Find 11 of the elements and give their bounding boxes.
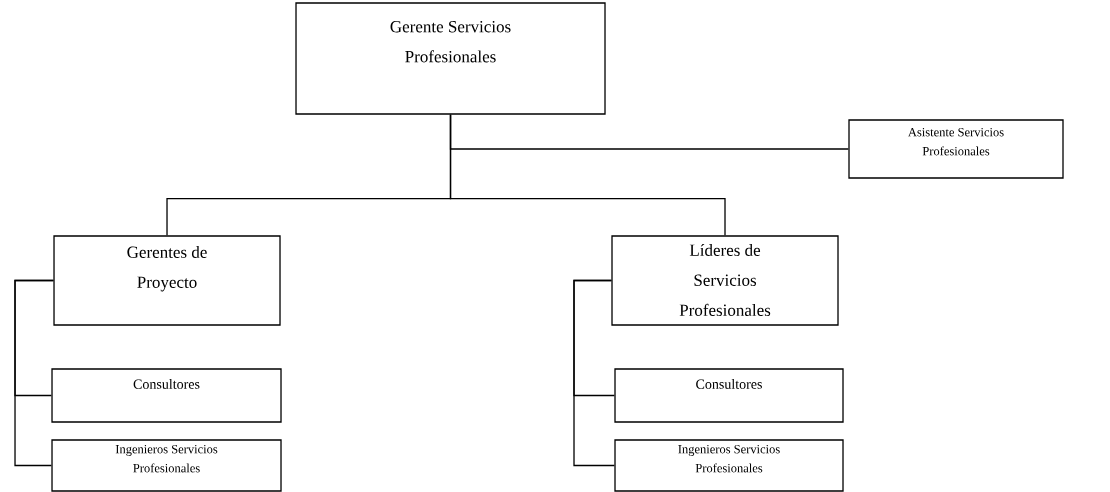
connector-line: [449, 114, 726, 236]
position-box: Asistente Servicios Profesionales: [848, 119, 1064, 179]
position-box: Ingenieros Servicios Profesionales: [614, 439, 844, 492]
position-box: Ingenieros Servicios Profesionales: [51, 439, 282, 492]
position-box: Líderes de Servicios Profesionales: [611, 235, 839, 326]
connector-line: [573, 279, 615, 467]
connector-line: [14, 279, 54, 467]
position-box: Consultores: [614, 368, 844, 423]
position-box: Gerentes de Proyecto: [53, 235, 281, 326]
position-box: Consultores: [51, 368, 282, 423]
position-box: Gerente Servicios Profesionales: [295, 2, 606, 115]
